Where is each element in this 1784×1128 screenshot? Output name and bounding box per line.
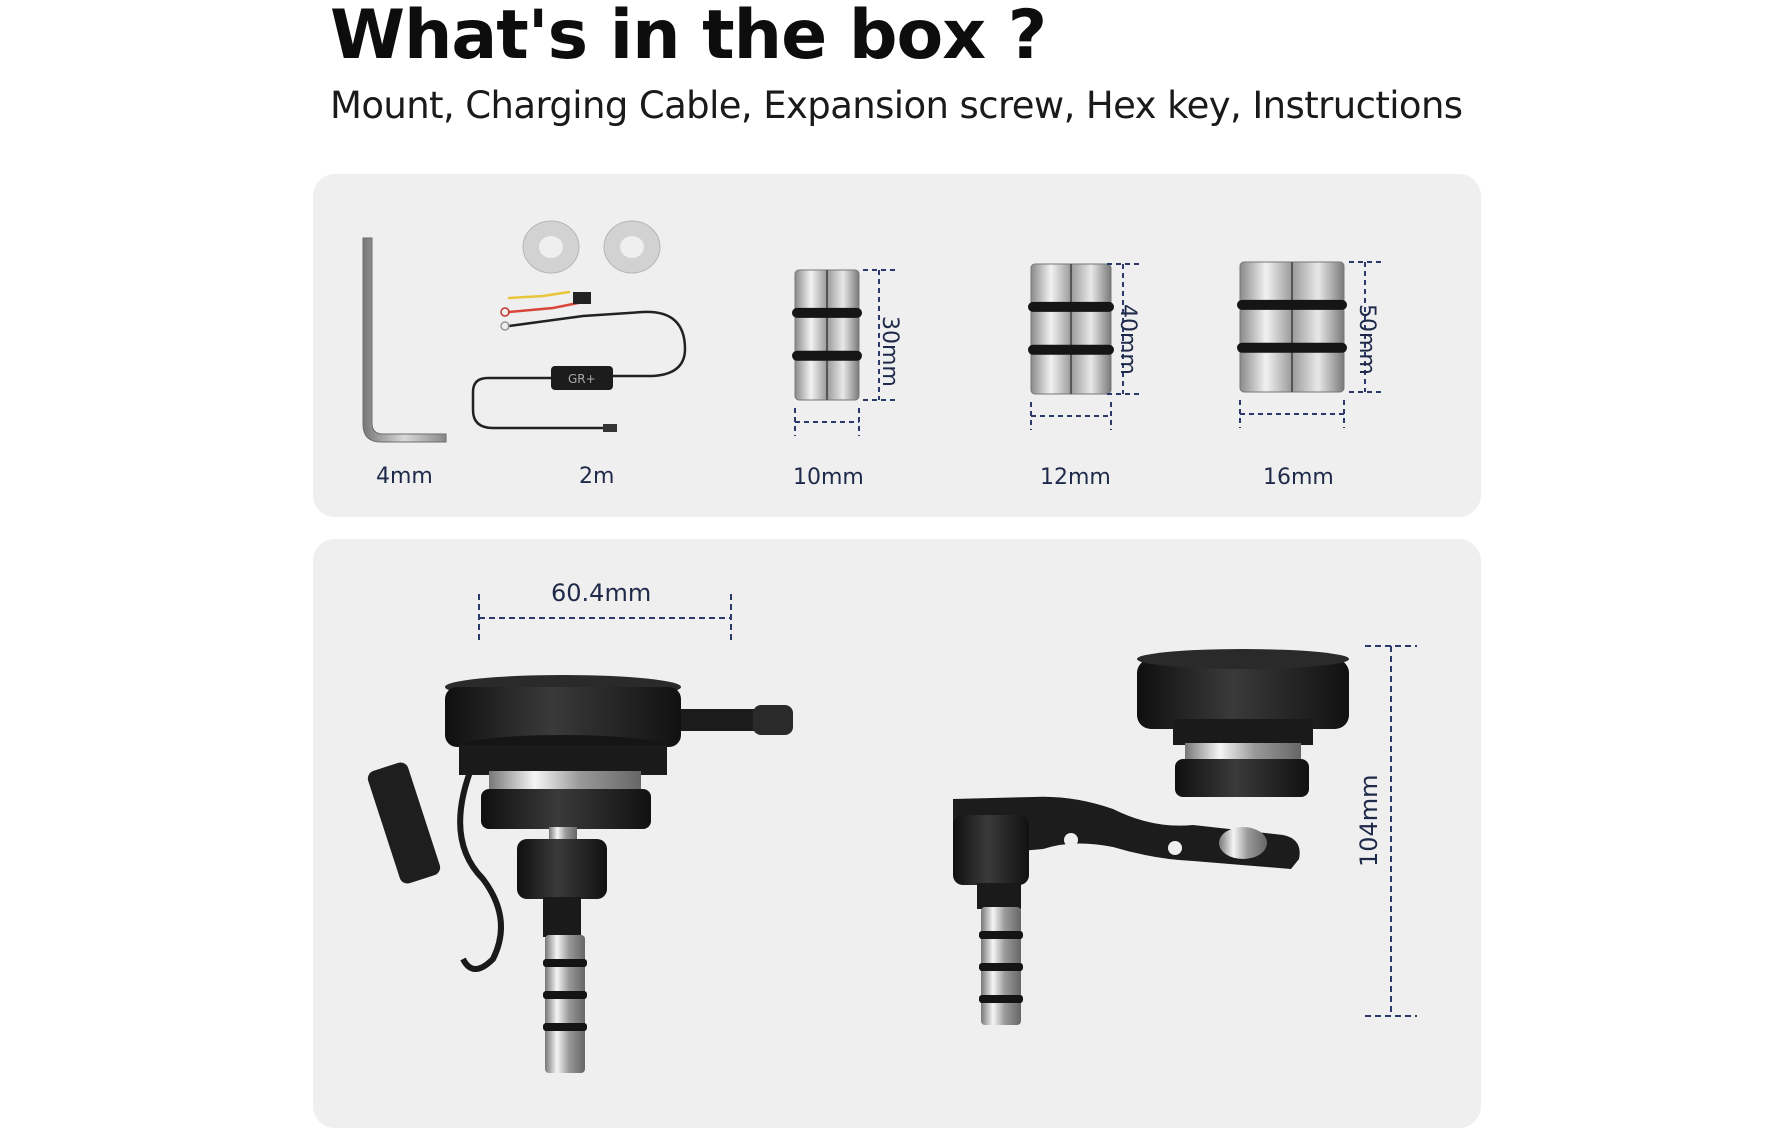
screw-10-width-label: 10mm [793, 465, 864, 490]
page-title: What's in the box ? [330, 0, 1047, 75]
page-subtitle: Mount, Charging Cable, Expansion screw, … [330, 84, 1463, 127]
expansion-screws [792, 261, 1381, 436]
screw-12mm-icon [1028, 263, 1114, 395]
mount-panel: 60.4mm 104mm [313, 539, 1481, 1128]
screw-12mm-width-dimension [1030, 402, 1112, 430]
accessories-illustration: GR+ [362, 220, 1381, 443]
mount-height-label: 104mm [1355, 774, 1383, 867]
screw-10mm-width-dimension [794, 408, 860, 436]
screw-12mm-height-dimension [1107, 263, 1139, 395]
width-dimension-line [478, 594, 732, 644]
hex-key-size-label: 4mm [376, 464, 433, 489]
screw-16mm-height-dimension [1349, 261, 1381, 393]
screw-16-width-label: 16mm [1263, 465, 1334, 490]
hex-key-icon [362, 237, 447, 443]
screw-16mm-width-dimension [1239, 400, 1345, 428]
accessories-panel: GR+ 4mm 2m 10mm 30mm 12mm 40mm 16mm 50mm [313, 174, 1481, 517]
mount-illustration [367, 594, 1417, 1073]
height-dimension-line [1365, 645, 1417, 1017]
screw-12-width-label: 12mm [1040, 465, 1111, 490]
washer-icon [522, 220, 661, 274]
side-mount-icon [953, 649, 1349, 1025]
screw-16mm-icon [1237, 261, 1347, 393]
front-mount-icon [367, 675, 793, 1073]
screw-16-height-label: 50mm [1354, 304, 1379, 375]
cable-length-label: 2m [579, 464, 615, 489]
screw-10-height-label: 30mm [877, 316, 902, 387]
screw-12-height-label: 40mm [1115, 304, 1140, 375]
screw-10mm-height-dimension [863, 269, 895, 401]
cable-logo: GR+ [568, 372, 596, 386]
screw-10mm-icon [792, 269, 862, 401]
charging-cable-icon [471, 290, 687, 432]
mount-width-label: 60.4mm [551, 579, 652, 607]
